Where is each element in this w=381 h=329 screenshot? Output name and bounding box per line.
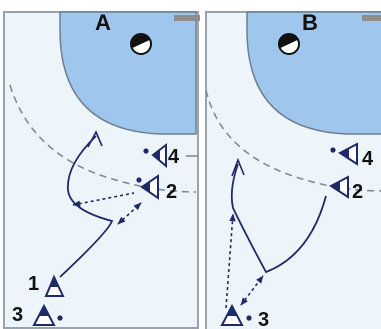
player-number: 1: [28, 273, 39, 295]
pass-line-b-2: [240, 275, 264, 306]
run-path-b-2: [230, 163, 327, 274]
player-number: 4: [362, 148, 374, 170]
player-number: 3: [258, 309, 269, 329]
player-2-b: 2: [329, 175, 363, 203]
panel-a: A 4 2 1 3: [3, 10, 200, 329]
pass-line-b-1: [225, 213, 236, 309]
player-3-a: 3: [12, 303, 63, 326]
player-1-a: 1: [28, 273, 65, 297]
pass-line-a-2: [117, 202, 142, 225]
free-throw-line-a: [9, 84, 197, 193]
player-2-a: 2: [136, 174, 177, 203]
ball-icon-b: [278, 33, 300, 55]
panel-b: B 4 2 3: [205, 10, 381, 329]
player-number: 3: [12, 304, 23, 326]
player-number: 2: [166, 181, 177, 203]
goal-area-a: [59, 11, 197, 135]
pass-line-a-1: [72, 192, 135, 207]
panel-title-a: A: [95, 10, 111, 35]
free-throw-line-b: [205, 89, 381, 192]
run-arrow-b: [231, 157, 245, 177]
panel-title-b: B: [302, 10, 318, 35]
run-path-a-3: [59, 135, 114, 278]
goal-marker-a: [174, 15, 200, 21]
player-4-b: 4: [330, 142, 374, 170]
player-number: 2: [352, 181, 363, 203]
player-number: 4: [168, 146, 180, 168]
run-arrow-a: [87, 130, 103, 148]
goal-marker-b: [362, 15, 381, 21]
player-4-a: 4: [143, 142, 180, 169]
ball-icon-a: [130, 33, 152, 55]
player-3-b: 3: [220, 303, 269, 329]
